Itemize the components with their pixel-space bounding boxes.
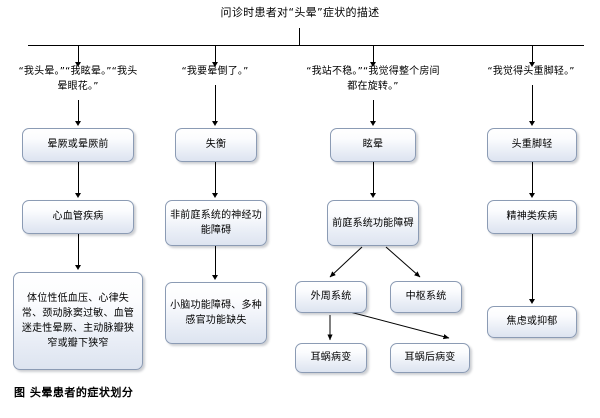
figure-title: 问诊时患者对“头晕”症状的描述 [220,6,380,19]
conn-c1-l1-l2 [78,162,79,194]
quote-arrow-2 [212,121,218,126]
bus-arrow-2 [212,62,218,67]
box-central-system[interactable]: 中枢系统 [390,281,462,313]
box-psychiatric-disease[interactable]: 精神类疾病 [487,200,577,234]
bus-arrow-3 [370,62,376,67]
box-cochlear-lesion[interactable]: 耳蜗病变 [295,343,367,373]
conn-c1-l2-l3 [78,234,79,266]
bus-stem-3 [373,45,374,63]
box-nonvestibular-neuro[interactable]: 非前庭系统的神经功能障碍 [165,200,267,246]
branch-quote-lightheaded: “我觉得头重脚轻。” [487,66,575,77]
conn-c4-l1-l2 [532,162,533,194]
box-anxiety-depression[interactable]: 焦虑或抑郁 [487,306,577,338]
arrow-c3-l1-l2 [370,193,376,198]
title-stem [299,28,300,45]
box-retrocochlear-lesion[interactable]: 耳蜗后病变 [390,343,470,373]
bus-stem-4 [532,45,533,63]
branch-quote-disequilibrium: “我要晕倒了。” [181,66,249,77]
arrow-c2-l2-l3 [212,275,218,280]
arrow-c1-l1-l2 [75,193,81,198]
branch-quote-presyncope: “我头晕。”“我眩晕。”“我头晕眼花。” [18,66,138,92]
quote-arrow-3 [370,121,376,126]
quote-stem-4 [532,85,533,122]
figure-caption: 图 头晕患者的症状划分 [14,386,134,399]
quote-stem-1 [78,100,79,122]
bus-stem-1 [78,45,79,63]
bus-arrow-1 [75,62,81,67]
quote-arrow-1 [75,121,81,126]
quote-stem-3 [373,100,374,122]
box-cardiovascular-disease[interactable]: 心血管疾病 [22,200,134,234]
arrow-c1-l2-l3 [75,265,81,270]
box-cerebellar-sensory-loss[interactable]: 小脑功能障碍、多种感官功能缺失 [165,282,267,344]
conn-c4-l2-l3 [532,234,533,300]
box-vertigo-level1[interactable]: 眩晕 [330,128,416,162]
bus-arrow-4 [529,62,535,67]
arrow-c4-l2-l3 [529,299,535,304]
box-syncope-level1[interactable]: 晕厥或晕厥前 [22,128,134,162]
box-disequilibrium-level1[interactable]: 失衡 [175,128,257,162]
conn-c2-l2-l3 [215,246,216,276]
arrow-c4-l1-l2 [529,193,535,198]
branch-quote-vertigo: “我站不稳。”“我觉得整个房间都在旋转。” [306,66,440,92]
arrow-c2-l1-l2 [212,193,218,198]
box-peripheral-system[interactable]: 外周系统 [295,281,367,313]
bus-stem-2 [215,45,216,63]
conn-c2-l1-l2 [215,162,216,194]
quote-stem-2 [215,85,216,122]
box-cardiovascular-causes[interactable]: 体位性低血压、心律失常、颈动脉窦过敏、血管迷走性晕厥、主动脉瓣狭窄或瓣下狭窄 [13,272,143,370]
box-vestibular-dysfunction[interactable]: 前庭系统功能障碍 [327,200,419,246]
conn-c3-l1-l2 [373,162,374,194]
quote-arrow-4 [529,121,535,126]
distribution-bus-line [28,45,584,46]
box-lightheaded-level1[interactable]: 头重脚轻 [487,128,577,162]
